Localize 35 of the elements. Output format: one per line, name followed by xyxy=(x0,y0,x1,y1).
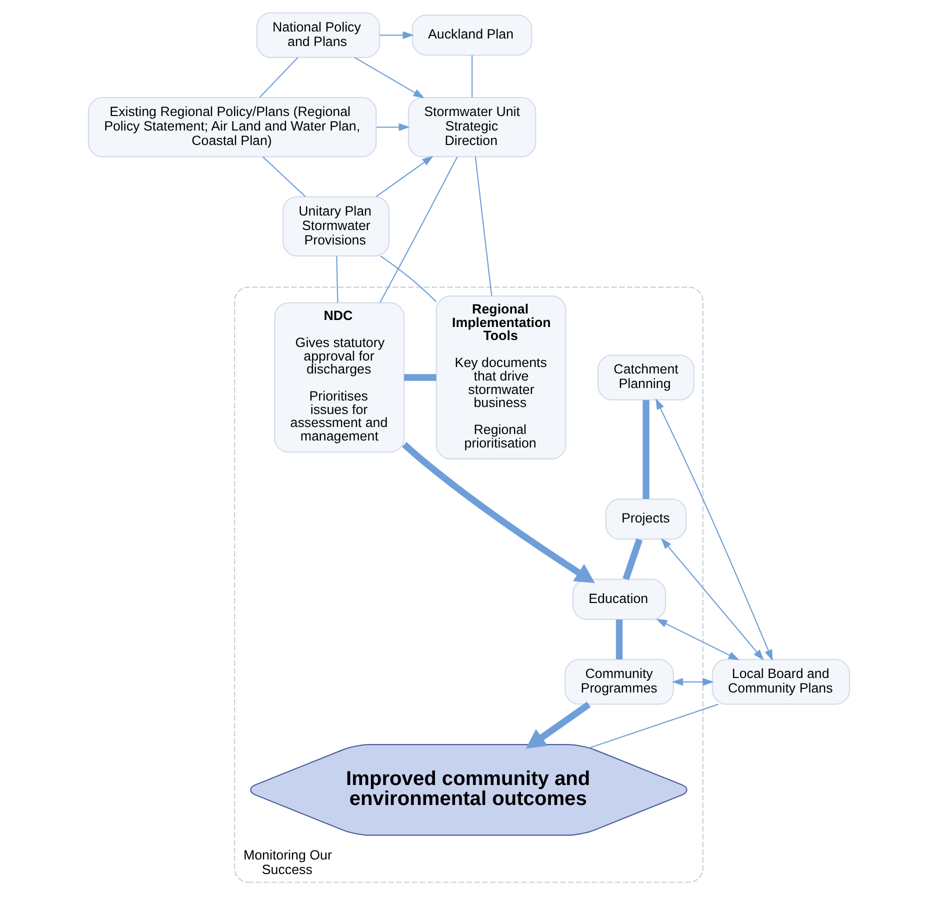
connector xyxy=(642,400,650,499)
connector xyxy=(379,156,458,303)
node-box: Catchment Planning xyxy=(598,354,695,400)
connector xyxy=(474,156,492,296)
connector xyxy=(259,57,298,98)
arrow xyxy=(660,538,764,661)
connector xyxy=(404,374,436,381)
connector xyxy=(380,256,437,302)
connector xyxy=(590,704,718,748)
node-box: Projects xyxy=(605,498,687,540)
connector xyxy=(336,256,338,303)
connector xyxy=(262,156,306,197)
node-box: NDC Gives statutory approval for discharges Prioritises issues for assessment and management xyxy=(274,302,405,453)
arrow xyxy=(656,618,740,660)
connector xyxy=(622,538,643,580)
node-box: Regional Implementation Tools Key documents that drive stormwater business Regional prioritisation xyxy=(436,296,566,460)
connector xyxy=(472,55,473,98)
arrow xyxy=(656,398,773,661)
arrow xyxy=(380,31,414,40)
node-box: Auckland Plan xyxy=(412,14,532,56)
node-box: Community Programmes xyxy=(564,659,674,705)
arrow xyxy=(354,57,424,98)
arrow xyxy=(672,678,714,686)
node-box: National Policy and Plans xyxy=(256,12,380,58)
connector xyxy=(616,620,623,660)
arrow xyxy=(376,123,410,132)
node-box: Local Board and Community Plans xyxy=(712,659,850,705)
node-box: Stormwater Unit Strategic Direction xyxy=(408,97,536,158)
node-ellipse: Improved community and environmental outcomes xyxy=(250,744,688,836)
arrow xyxy=(376,156,434,197)
arrow xyxy=(402,442,595,584)
arrow xyxy=(526,702,591,749)
node-box: Existing Regional Policy/Plans (Regional Policy Statement; Air Land and Water Plan, Coastal Plan) xyxy=(88,97,377,158)
node-box: Education xyxy=(572,578,666,620)
node-box: Unitary Plan Stormwater Provisions xyxy=(282,196,390,256)
